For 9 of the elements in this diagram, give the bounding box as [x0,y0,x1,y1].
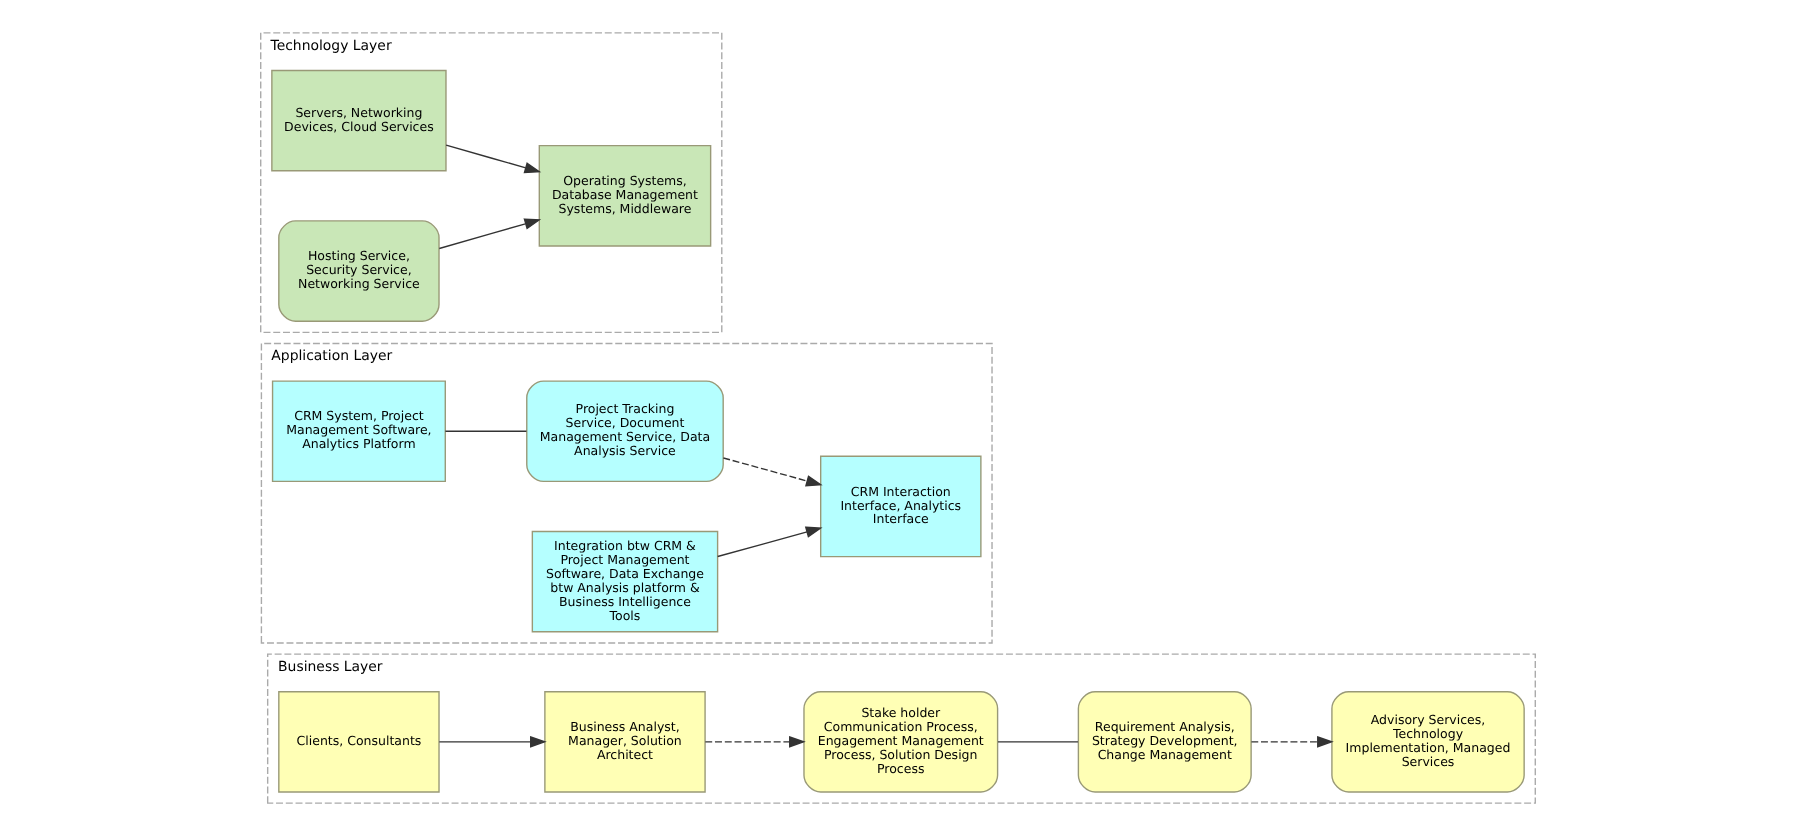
arrow [704,736,806,748]
arrow [438,736,547,748]
arrow [716,526,823,558]
arrow [438,218,542,250]
connector [444,430,528,432]
arrow [1250,736,1334,748]
arrow [722,457,823,487]
connector [997,741,1079,743]
arrow [445,144,542,174]
